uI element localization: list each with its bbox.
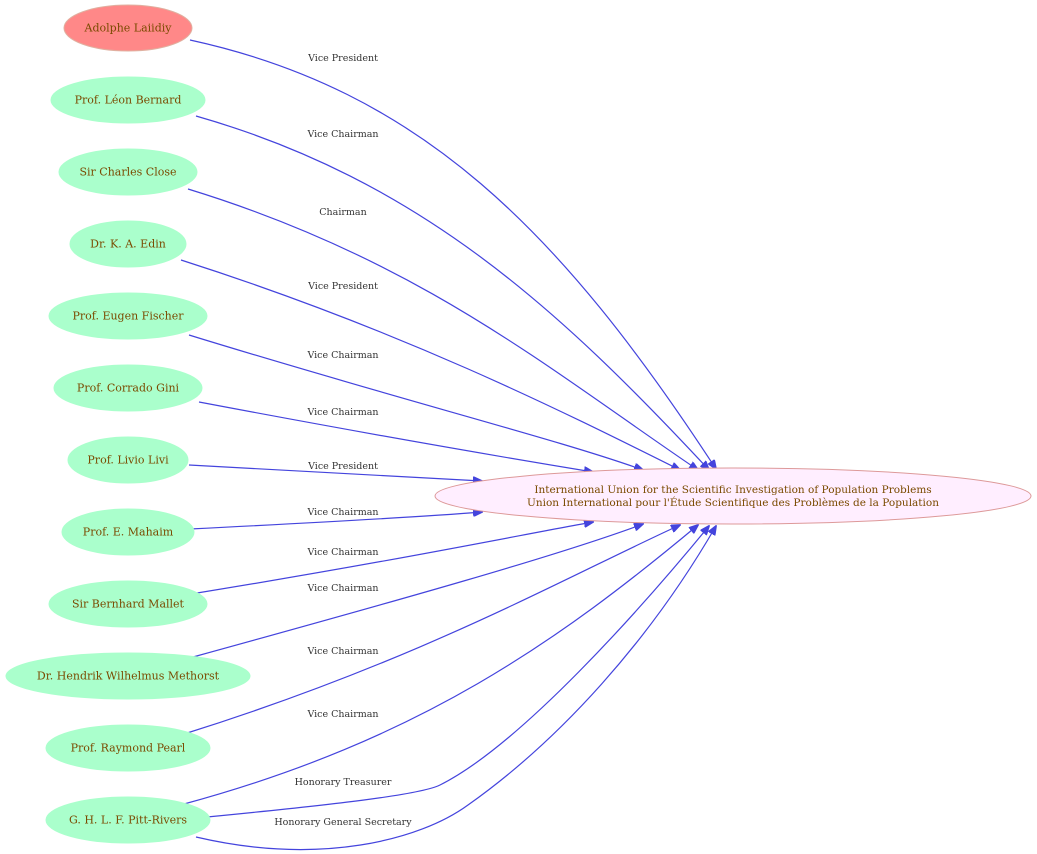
edge-label: Vice Chairman [306, 407, 378, 418]
edge-pittrivers-vice-chairman [183, 525, 698, 805]
node-bernhard-mallet[interactable]: Sir Bernhard Mallet [48, 580, 208, 628]
node-charles-close[interactable]: Sir Charles Close [58, 148, 198, 196]
edge-label: Vice Chairman [306, 350, 378, 361]
edge-label: Vice Chairman [306, 507, 378, 518]
edge-label: Chairman [319, 207, 366, 218]
node-ellipse [58, 148, 198, 196]
node-e-mahaim[interactable]: Prof. E. Mahaim [61, 508, 195, 556]
node-label: Dr. K. A. Edin [90, 238, 166, 251]
edge-label: Honorary Treasurer [295, 777, 392, 788]
edge-bernard-vice-chairman [195, 115, 709, 470]
edge-mallet-vice-chairman [190, 522, 593, 595]
node-ellipse [50, 76, 206, 124]
node-label: Prof. E. Mahaim [83, 526, 174, 539]
edge-pittrivers-honorary-general-secretary [195, 526, 716, 851]
node-leon-bernard[interactable]: Prof. Léon Bernard [50, 76, 206, 124]
edge-laiidiy-vice-president [189, 39, 716, 469]
node-raymond-pearl[interactable]: Prof. Raymond Pearl [45, 724, 211, 772]
node-label: Sir Charles Close [79, 166, 176, 179]
node-label: Prof. Corrado Gini [77, 382, 180, 395]
edges-group [180, 39, 716, 851]
edge-label: Vice President [307, 461, 378, 472]
organization-node[interactable]: International Union for the Scientific I… [434, 467, 1032, 525]
edge-label: Vice Chairman [306, 646, 378, 657]
edge-label: Honorary General Secretary [274, 817, 412, 828]
node-ellipse [48, 292, 208, 340]
organization-ellipse [434, 467, 1032, 525]
edge-close-chairman [187, 188, 698, 470]
node-ellipse [5, 652, 251, 700]
node-pitt-rivers[interactable]: G. H. L. F. Pitt-Rivers [45, 796, 211, 844]
node-ellipse [67, 436, 189, 484]
node-label: G. H. L. F. Pitt-Rivers [69, 814, 187, 827]
node-label: Adolphe Laiidiy [84, 22, 173, 35]
edge-label: Vice Chairman [306, 129, 378, 140]
edge-label: Vice Chairman [306, 709, 378, 720]
node-label: Dr. Hendrik Wilhelmus Methorst [37, 670, 220, 683]
edge-methorst-vice-chairman [192, 524, 643, 658]
node-livio-livi[interactable]: Prof. Livio Livi [67, 436, 189, 484]
node-ellipse [45, 724, 211, 772]
node-label: Sir Bernhard Mallet [72, 598, 185, 611]
edge-livi-vice-president [188, 464, 482, 481]
edge-pittrivers-honorary-treasurer [206, 526, 709, 818]
organization-name-english: International Union for the Scientific I… [534, 484, 931, 496]
node-label: Prof. Livio Livi [87, 454, 169, 467]
edge-fischer-vice-chairman [188, 334, 643, 470]
node-ellipse [69, 220, 187, 268]
node-k-a-edin[interactable]: Dr. K. A. Edin [69, 220, 187, 268]
node-ellipse [45, 796, 211, 844]
person-nodes-group: Adolphe Laiidiy Prof. Léon Bernard Sir C… [5, 4, 251, 844]
node-label: Prof. Léon Bernard [75, 94, 182, 107]
edge-pearl-vice-chairman [183, 525, 680, 735]
organization-name-french: Union International pour l'Étude Scienti… [527, 495, 939, 509]
node-ellipse [53, 364, 203, 412]
edge-gini-vice-chairman [198, 401, 593, 472]
node-corrado-gini[interactable]: Prof. Corrado Gini [53, 364, 203, 412]
edge-label: Vice Chairman [306, 547, 378, 558]
node-hendrik-methorst[interactable]: Dr. Hendrik Wilhelmus Methorst [5, 652, 251, 700]
node-ellipse [48, 580, 208, 628]
node-label: Prof. Eugen Fischer [72, 310, 184, 323]
edge-label: Vice President [307, 281, 378, 292]
edge-label: Vice President [307, 53, 378, 64]
edge-mahaim-vice-chairman [189, 512, 482, 530]
node-eugen-fischer[interactable]: Prof. Eugen Fischer [48, 292, 208, 340]
node-adolphe-laiidiy[interactable]: Adolphe Laiidiy [63, 4, 193, 52]
edge-edin-vice-president [180, 259, 680, 470]
node-label: Prof. Raymond Pearl [71, 742, 186, 755]
edge-label: Vice Chairman [306, 583, 378, 594]
node-ellipse [63, 4, 193, 52]
edge-labels-group: Vice President Vice Chairman Chairman Vi… [274, 53, 412, 828]
node-ellipse [61, 508, 195, 556]
